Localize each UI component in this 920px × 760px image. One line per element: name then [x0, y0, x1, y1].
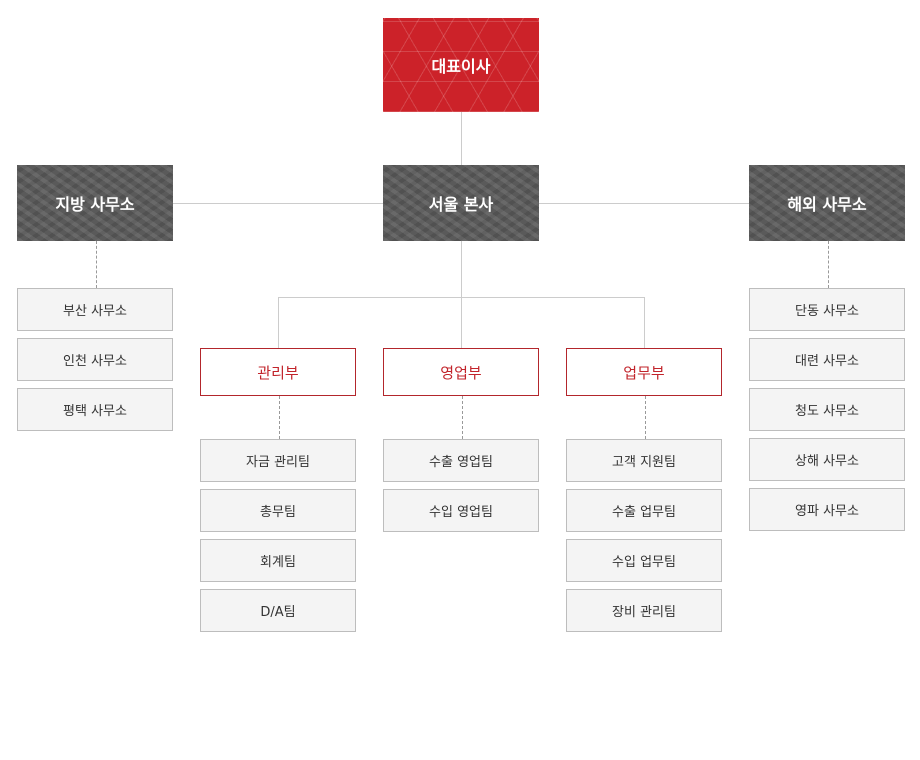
ops-dept-node: 업무부: [566, 348, 722, 396]
sales-dept-node: 영업부: [383, 348, 539, 396]
hq-node: 서울 본사: [383, 165, 539, 241]
ops-dept-label: 업무부: [623, 363, 665, 382]
dept-branch-connector: [278, 297, 645, 298]
hq-label: 서울 본사: [428, 195, 494, 214]
ops-team-item: 고객 지원팀: [566, 439, 722, 482]
overseas-office-item: 대련 사무소: [749, 338, 905, 381]
admin-team-label: 회계팀: [260, 555, 296, 570]
overseas-office-item: 영파 사무소: [749, 488, 905, 531]
overseas-office-item: 단동 사무소: [749, 288, 905, 331]
admin-team-label: 자금 관리팀: [246, 455, 310, 470]
overseas-office-item-label: 대련 사무소: [795, 354, 859, 369]
admin-team-label: D/A팀: [260, 605, 296, 620]
ops-dashed-connector: [645, 396, 646, 439]
admin-dept-node: 관리부: [200, 348, 356, 396]
regional-office-item-label: 평택 사무소: [63, 404, 127, 419]
ops-team-item: 장비 관리팀: [566, 589, 722, 632]
regional-office-item: 부산 사무소: [17, 288, 173, 331]
hq-to-overseas-connector: [539, 203, 749, 204]
overseas-office-item: 청도 사무소: [749, 388, 905, 431]
ops-dept-connector: [644, 297, 645, 348]
overseas-dashed-connector: [828, 241, 829, 288]
sales-team-item: 수입 영업팀: [383, 489, 539, 532]
admin-dept-connector: [278, 297, 279, 348]
ceo-to-hq-connector: [461, 112, 462, 165]
overseas-office-label: 해외 사무소: [787, 195, 867, 214]
regional-office-item: 인천 사무소: [17, 338, 173, 381]
hq-down-connector: [461, 241, 462, 348]
overseas-office-item: 상해 사무소: [749, 438, 905, 481]
admin-team-item: 회계팀: [200, 539, 356, 582]
ops-team-item: 수출 업무팀: [566, 489, 722, 532]
admin-team-item: 자금 관리팀: [200, 439, 356, 482]
ops-team-label: 장비 관리팀: [612, 605, 676, 620]
sales-dashed-connector: [462, 396, 463, 439]
regional-dashed-connector: [96, 241, 97, 288]
overseas-office-item-label: 청도 사무소: [795, 404, 859, 419]
ceo-node: 대표이사: [383, 18, 539, 112]
overseas-office-item-label: 상해 사무소: [795, 454, 859, 469]
overseas-office-node: 해외 사무소: [749, 165, 905, 241]
regional-office-item-label: 부산 사무소: [63, 304, 127, 319]
ops-team-label: 고객 지원팀: [612, 455, 676, 470]
regional-office-label: 지방 사무소: [55, 195, 135, 214]
ops-team-label: 수입 업무팀: [612, 555, 676, 570]
sales-team-item: 수출 영업팀: [383, 439, 539, 482]
regional-to-hq-connector: [173, 203, 383, 204]
admin-dept-label: 관리부: [257, 363, 299, 382]
regional-office-item: 평택 사무소: [17, 388, 173, 431]
regional-office-item-label: 인천 사무소: [63, 354, 127, 369]
overseas-office-item-label: 단동 사무소: [795, 304, 859, 319]
admin-team-label: 총무팀: [260, 505, 296, 520]
ceo-label: 대표이사: [431, 57, 491, 76]
regional-office-node: 지방 사무소: [17, 165, 173, 241]
sales-dept-label: 영업부: [440, 363, 482, 382]
ops-team-label: 수출 업무팀: [612, 505, 676, 520]
overseas-office-item-label: 영파 사무소: [795, 504, 859, 519]
admin-dashed-connector: [279, 396, 280, 439]
admin-team-item: D/A팀: [200, 589, 356, 632]
sales-team-label: 수출 영업팀: [429, 455, 493, 470]
admin-team-item: 총무팀: [200, 489, 356, 532]
sales-team-label: 수입 영업팀: [429, 505, 493, 520]
ops-team-item: 수입 업무팀: [566, 539, 722, 582]
